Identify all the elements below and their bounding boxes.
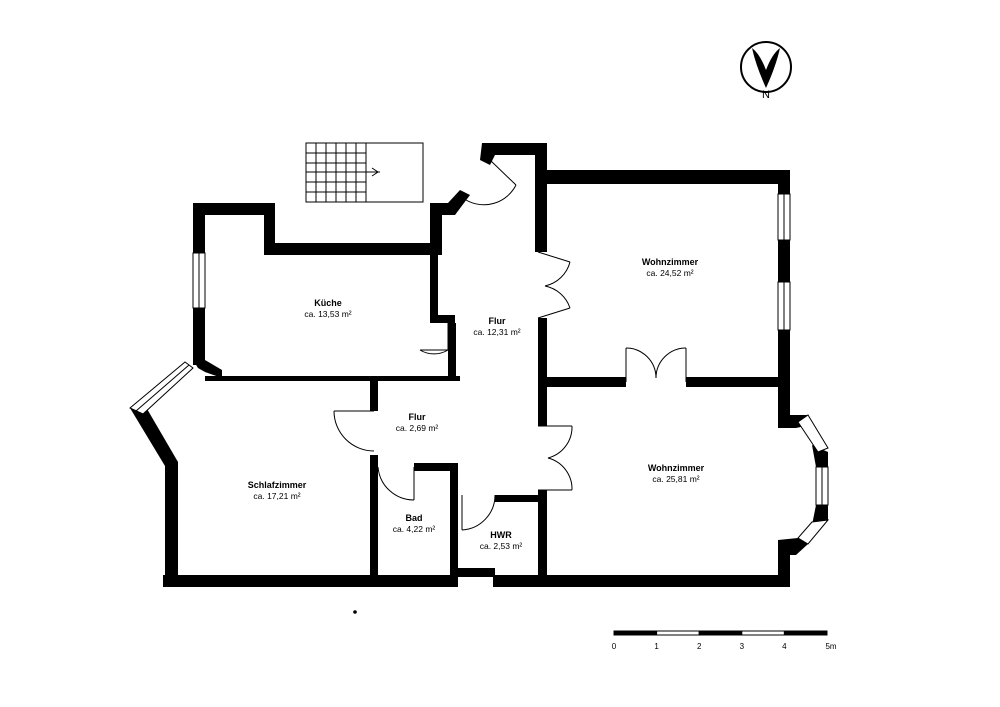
room-name-bad: Bad — [405, 513, 422, 523]
north-label: N — [762, 89, 770, 101]
staircase — [305, 142, 424, 203]
north-arrow-icon: N — [740, 41, 792, 101]
doors — [333, 159, 687, 531]
room-area-kueche: ca. 13,53 m² — [304, 309, 351, 319]
marker-dot — [353, 610, 357, 614]
room-name-kueche: Küche — [314, 298, 342, 308]
room-name-schlafzimmer: Schlafzimmer — [248, 480, 307, 490]
room-area-schlafzimmer: ca. 17,21 m² — [253, 491, 300, 501]
walls — [130, 143, 828, 587]
scale-label-3: 3 — [740, 642, 745, 651]
room-name-flur-1: Flur — [489, 316, 506, 326]
room-area-wohnzimmer-1: ca. 24,52 m² — [646, 268, 693, 278]
room-name-wohnzimmer-1: Wohnzimmer — [642, 257, 699, 267]
scale-label-0: 0 — [612, 642, 617, 651]
room-area-hwr: ca. 2,53 m² — [480, 541, 523, 551]
scale-label-1: 1 — [654, 642, 659, 651]
room-area-wohnzimmer-2: ca. 25,81 m² — [652, 474, 699, 484]
room-area-flur-1: ca. 12,31 m² — [473, 327, 520, 337]
room-area-bad: ca. 4,22 m² — [393, 524, 436, 534]
room-name-hwr: HWR — [490, 530, 512, 540]
scale-label-5: 5m — [825, 642, 836, 651]
scale-bar: 0 1 2 3 4 5m — [612, 630, 837, 651]
windows — [129, 193, 830, 545]
room-name-flur-2: Flur — [409, 412, 426, 422]
scale-label-4: 4 — [782, 642, 787, 651]
room-area-flur-2: ca. 2,69 m² — [396, 423, 439, 433]
room-name-wohnzimmer-2: Wohnzimmer — [648, 463, 705, 473]
scale-label-2: 2 — [697, 642, 702, 651]
room-labels: Küche ca. 13,53 m² Flur ca. 12,31 m² Woh… — [248, 257, 705, 551]
